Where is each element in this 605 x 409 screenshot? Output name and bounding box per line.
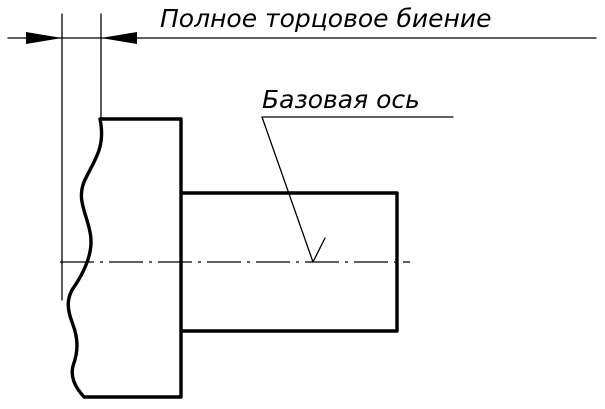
dimension-arrow-right bbox=[101, 32, 137, 44]
datum-axis-leader-tick bbox=[312, 237, 326, 263]
dimension-arrow-left bbox=[26, 32, 62, 44]
flange-outline bbox=[66, 117, 183, 399]
datum-axis-label: Базовая ось bbox=[262, 85, 420, 114]
tolerance-label: Полное торцовое биение bbox=[160, 4, 491, 33]
datum-axis-leader-slant bbox=[261, 116, 314, 263]
